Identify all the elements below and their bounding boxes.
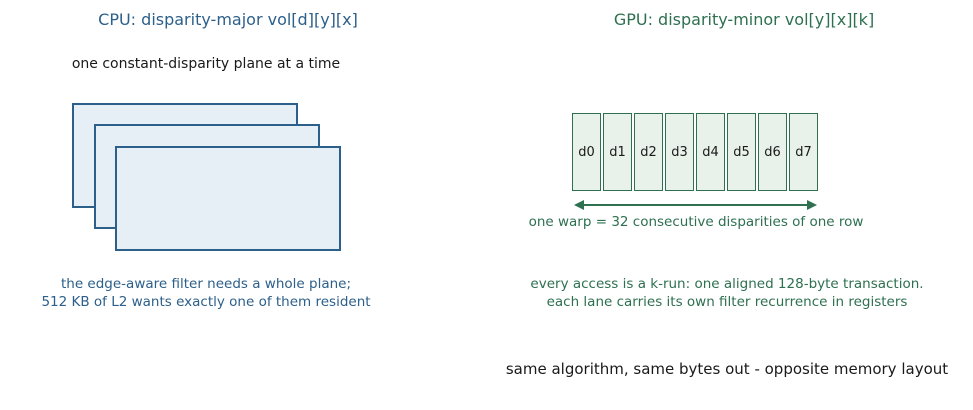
disparity-cell-d1: d1	[603, 113, 632, 191]
disparity-cell-d2: d2	[634, 113, 663, 191]
disparity-cell-d3: d3	[665, 113, 694, 191]
gpu-title: GPU: disparity-minor vol[y][x][k]	[613, 10, 875, 29]
disparity-cell-d6: d6	[758, 113, 787, 191]
disparity-cell-d0: d0	[572, 113, 601, 191]
footer-note: same algorithm, same bytes out - opposit…	[505, 360, 949, 378]
disparity-plane-front	[115, 146, 341, 251]
cpu-caption-line2: 512 KB of L2 wants exactly one of them r…	[41, 294, 371, 310]
gpu-caption-line2: each lane carries its own filter recurre…	[546, 294, 908, 310]
cpu-caption-line1: the edge-aware filter needs a whole plan…	[60, 276, 352, 292]
gpu-caption-line1: every access is a k-run: one aligned 128…	[530, 276, 924, 292]
disparity-cell-d7: d7	[789, 113, 818, 191]
cpu-title: CPU: disparity-major vol[d][y][x]	[98, 10, 358, 29]
cpu-subtitle: one constant-disparity plane at a time	[71, 56, 341, 72]
disparity-cell-d4: d4	[696, 113, 725, 191]
warp-label: one warp = 32 consecutive disparities of…	[528, 214, 864, 230]
disparity-cell-d5: d5	[727, 113, 756, 191]
